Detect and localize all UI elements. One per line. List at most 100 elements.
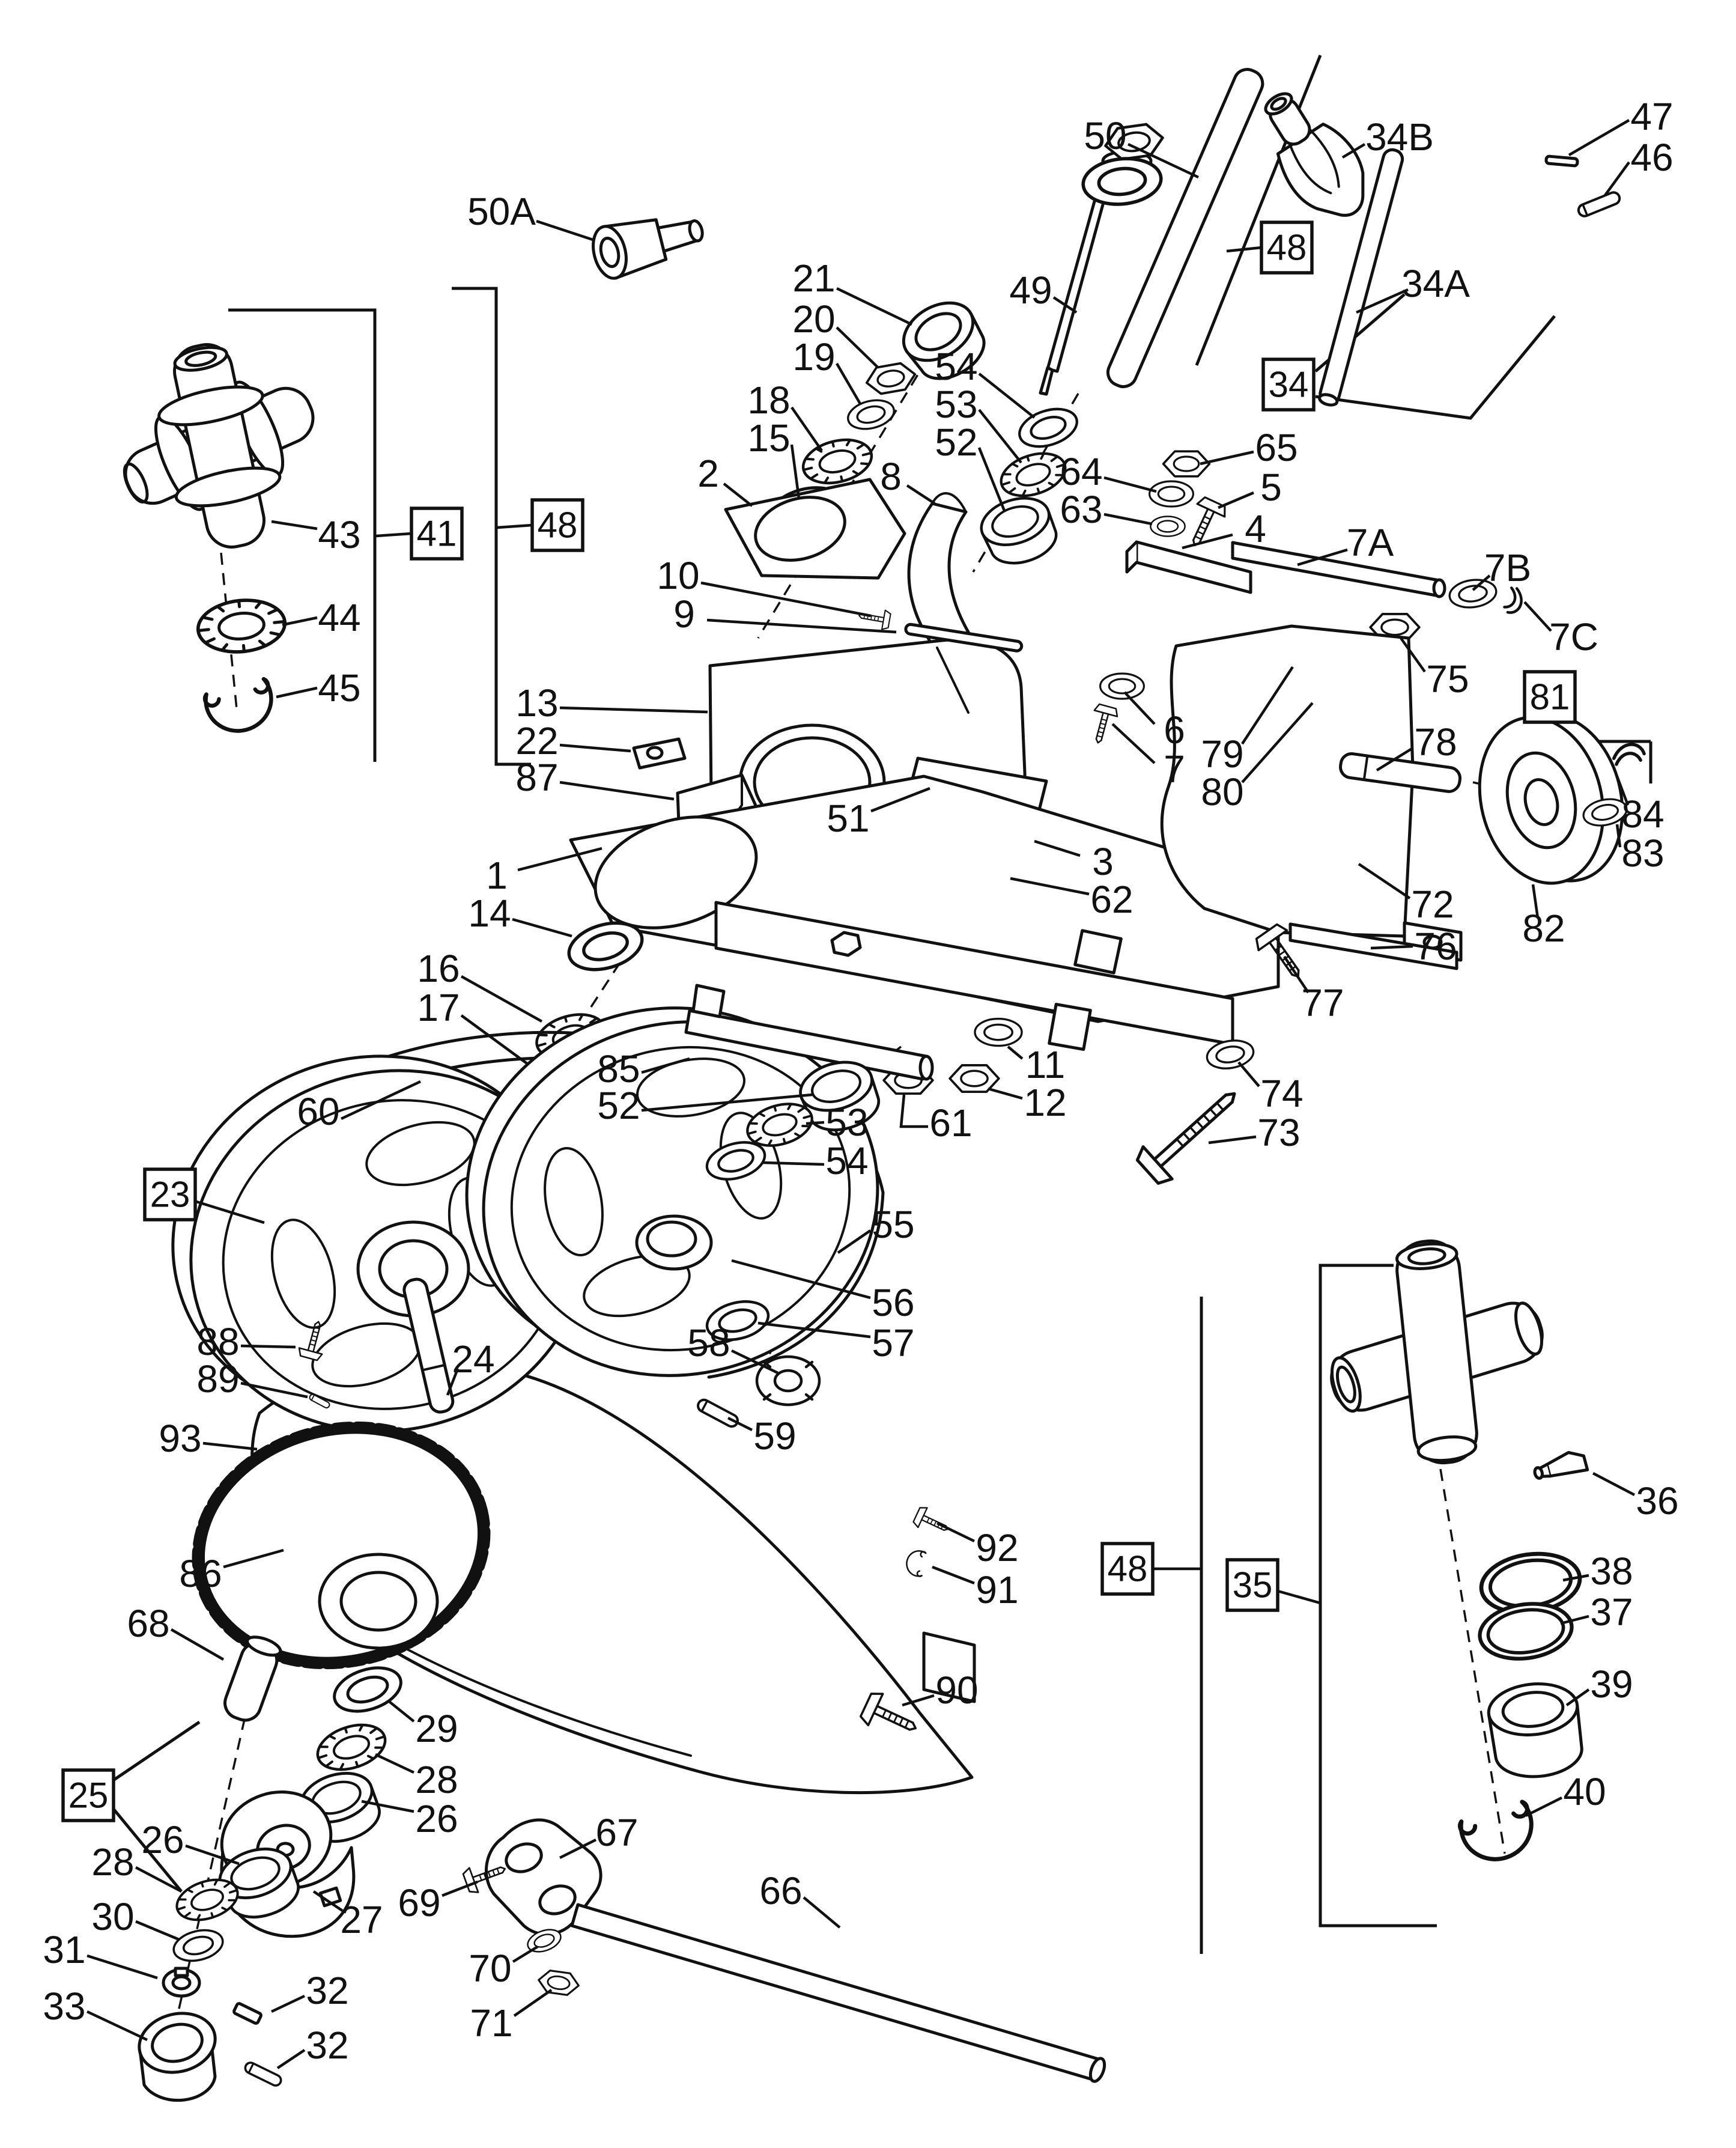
part-label-61: 61 (929, 1101, 972, 1145)
leader-line-7A (1297, 548, 1348, 567)
leader-line-63 (1103, 513, 1153, 526)
leader-line-78 (1376, 747, 1414, 771)
group-bracket-line (1195, 55, 1322, 366)
frame-plate-1-drawing (569, 774, 1280, 1023)
leader-line-11 (1007, 1045, 1024, 1060)
cap-21-drawing (902, 301, 986, 380)
part-label-64: 64 (1060, 450, 1102, 493)
leader-line-40 (1525, 1796, 1563, 1818)
leader-line-51 (870, 786, 930, 813)
part-label-32: 32 (306, 1969, 348, 2012)
group-bracket-line (452, 287, 531, 766)
group-ref-34: 34 (1261, 357, 1316, 412)
part-label-88: 88 (196, 1320, 239, 1363)
leader-line-87 (559, 780, 675, 801)
yoke-34b-drawing (1264, 92, 1365, 217)
leader-line-19 (836, 362, 861, 405)
leader-line-box-41 (375, 532, 412, 538)
leader-line-52 (977, 447, 1006, 511)
leader-line-6 (1123, 691, 1156, 725)
leader-line-62 (1010, 877, 1090, 896)
group-ref-23: 23 (143, 1167, 197, 1222)
part-label-68: 68 (127, 1602, 169, 1645)
part-label-24: 24 (452, 1337, 494, 1381)
leader-line-64 (1103, 476, 1157, 493)
leader-line-65 (1200, 450, 1254, 466)
part-label-13: 13 (515, 681, 558, 725)
pin-32-drawing (243, 2061, 282, 2087)
part-label-63: 63 (1060, 488, 1102, 531)
group-bracket-line (1315, 315, 1556, 420)
leader-line-71 (513, 1989, 553, 2017)
group-ref-box-48 (1260, 221, 1314, 275)
part-label-44: 44 (318, 596, 360, 639)
part-label-56: 56 (872, 1281, 914, 1324)
leader-line-69 (442, 1880, 478, 1897)
part-label-90: 90 (935, 1669, 978, 1712)
cotter-pin-7c-drawing (1503, 586, 1523, 614)
washer-74-drawing (1203, 1036, 1257, 1073)
leader-line-30 (135, 1920, 180, 1941)
leader-line-28 (375, 1753, 414, 1774)
leader-line-22 (559, 743, 631, 753)
leader-line-24 (446, 1368, 460, 1396)
leader-line-box-48 (1226, 246, 1262, 253)
leader-line-32 (276, 2049, 306, 2069)
part-label-92: 92 (976, 1526, 1018, 1569)
part-label-7B: 7B (1484, 546, 1531, 589)
part-label-87: 87 (515, 756, 558, 799)
part-label-34A: 34A (1401, 262, 1470, 305)
leader-line-88 (240, 1344, 296, 1349)
part-label-12: 12 (1024, 1081, 1066, 1124)
bearing-cup-52-drawing (976, 490, 1062, 572)
leader-line-26 (361, 1800, 414, 1813)
part-label-10: 10 (657, 554, 699, 597)
leader-line-28 (135, 1866, 183, 1893)
leader-line-10 (700, 581, 872, 618)
washer-11-drawing (974, 1017, 1023, 1047)
leader-line-31 (86, 1954, 158, 1980)
leader-line-4 (1182, 533, 1233, 550)
part-label-83: 83 (1621, 832, 1664, 875)
leader-line-83 (1615, 824, 1622, 848)
part-label-57: 57 (872, 1321, 914, 1365)
part-label-34B: 34B (1365, 115, 1434, 159)
part-label-28: 28 (91, 1840, 134, 1884)
leader-line-74 (1237, 1061, 1260, 1088)
seal-37-drawing (1477, 1598, 1576, 1664)
leader-line-67 (559, 1838, 597, 1860)
leader-line-66 (803, 1896, 841, 1929)
assembly-axis-line (220, 552, 238, 716)
part-label-15: 15 (747, 416, 790, 460)
leader-lines-layer (86, 119, 1636, 2069)
part-label-76: 76 (1414, 925, 1457, 968)
leader-line-20 (836, 326, 879, 369)
part-label-79: 79 (1201, 732, 1243, 776)
leader-line-61 (899, 1094, 928, 1128)
part-label-5: 5 (1260, 466, 1282, 509)
part-label-6: 6 (1164, 708, 1185, 752)
part-label-55: 55 (872, 1203, 914, 1246)
part-label-20: 20 (792, 297, 835, 341)
idler-pulley-82-drawing (1478, 713, 1624, 885)
part-label-84: 84 (1621, 793, 1664, 836)
part-label-40: 40 (1563, 1770, 1606, 1813)
leader-line-43 (271, 520, 318, 531)
part-label-22: 22 (515, 719, 558, 762)
leader-line-53 (978, 409, 1022, 464)
leader-line-17 (460, 1014, 530, 1066)
part-label-7: 7 (1164, 747, 1185, 791)
pin-9-drawing (904, 622, 1024, 653)
part-label-62: 62 (1090, 878, 1133, 921)
u-joint-cross-43-drawing (123, 343, 315, 549)
leader-line-46 (1604, 161, 1630, 196)
snap-ring-45-drawing (204, 678, 279, 738)
part-label-45: 45 (318, 666, 360, 710)
cotter-pin-84-drawing (1612, 743, 1646, 766)
plate-2-drawing (724, 478, 906, 580)
cotter-pin-59-drawing (696, 1398, 740, 1428)
part-label-89: 89 (196, 1357, 239, 1401)
leader-line-60 (341, 1080, 421, 1121)
group-ref-81: 81 (1523, 670, 1577, 724)
